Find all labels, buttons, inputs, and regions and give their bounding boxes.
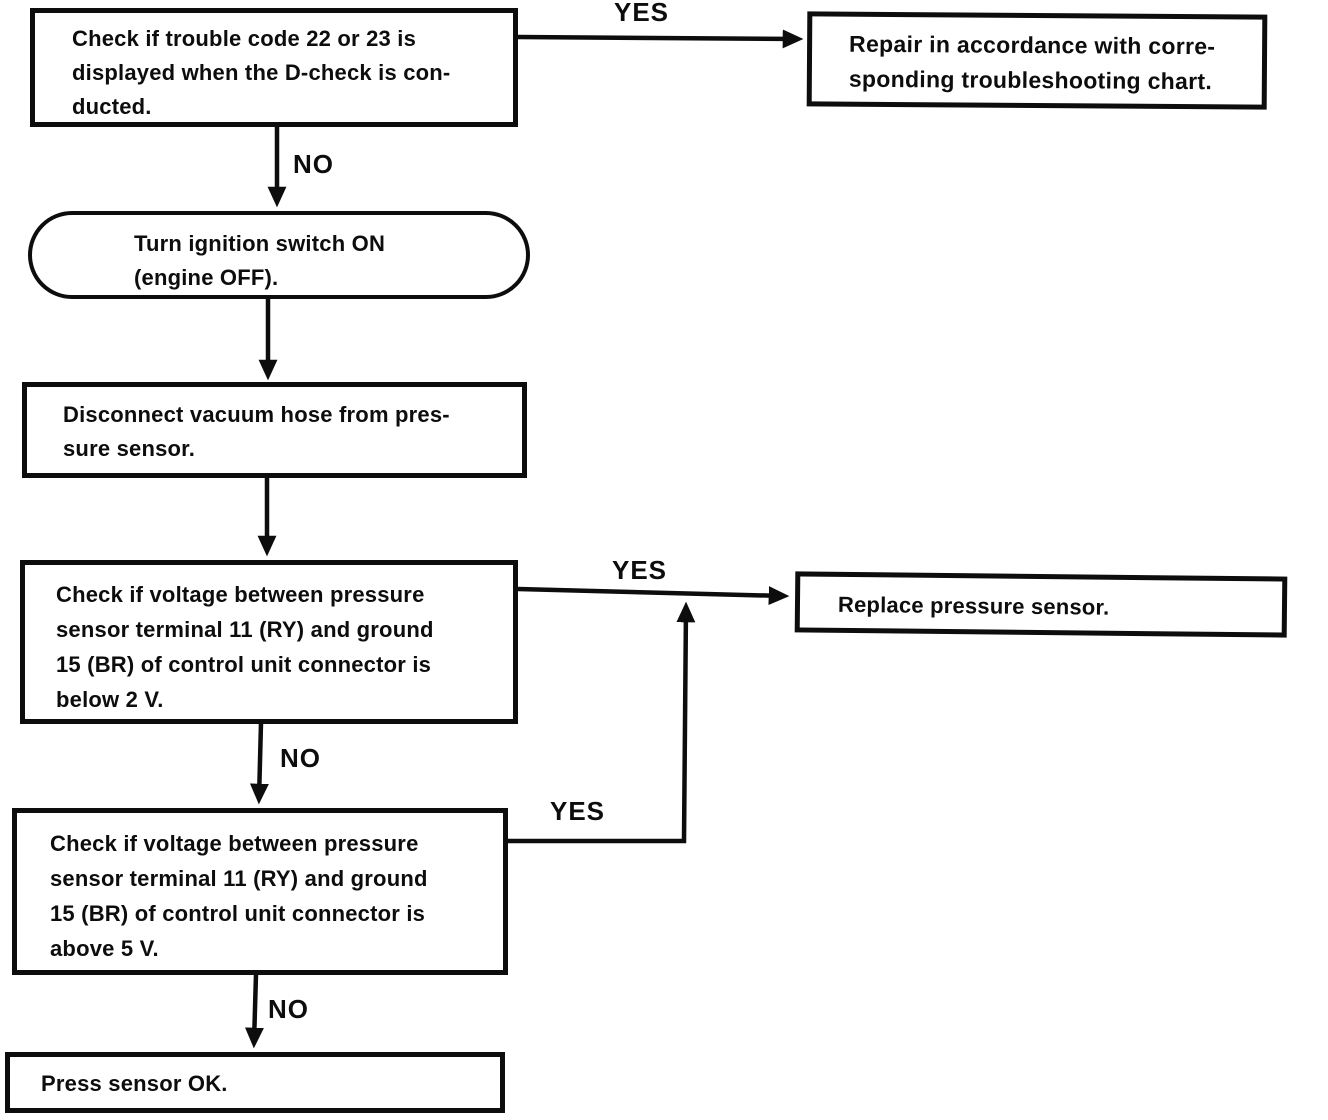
edge-no-to-check5v: [249, 722, 269, 805]
node-text-line: Disconnect vacuum hose from pres-: [63, 402, 450, 427]
node-press-sensor-ok: Press sensor OK.: [5, 1052, 505, 1113]
node-text-line: Check if trouble code 22 or 23 is: [72, 26, 417, 51]
node-text-line: Check if voltage between pressure: [50, 831, 419, 856]
edge-label-no-bottom: NO: [268, 994, 309, 1024]
edge-no-to-press-ok: [244, 973, 264, 1049]
node-text-line: sensor terminal 11 (RY) and ground: [56, 617, 434, 642]
node-check-below-2v: Check if voltage between pressure sensor…: [20, 560, 518, 724]
node-repair-chart: Repair in accordance with corre- spondin…: [806, 11, 1268, 110]
edge-label-no-top: NO: [293, 149, 334, 179]
node-text-line: Check if voltage between pressure: [56, 582, 425, 607]
edge-label-yes-lower: YES: [550, 796, 606, 826]
node-text-line: Replace pressure sensor.: [837, 591, 1110, 620]
edge-label-yes-mid: YES: [612, 555, 668, 585]
edge-yes-to-repair: [517, 29, 804, 49]
node-check-trouble-code: Check if trouble code 22 or 23 is displa…: [30, 8, 518, 127]
node-text-line: above 5 V.: [50, 936, 159, 961]
node-text-line: sure sensor.: [63, 436, 196, 461]
node-replace-sensor: Replace pressure sensor.: [794, 571, 1288, 638]
node-text-line: 15 (BR) of control unit connector is: [56, 652, 432, 677]
node-text-line: 15 (BR) of control unit connector is: [50, 901, 426, 926]
edge-label-no-mid: NO: [280, 743, 321, 773]
node-text-line: sensor terminal 11 (RY) and ground: [50, 866, 428, 891]
node-text-line: Repair in accordance with corre-: [849, 30, 1216, 60]
node-text-line: Turn ignition switch ON: [134, 231, 386, 256]
node-text-line: Press sensor OK.: [41, 1071, 228, 1096]
node-text-line: displayed when the D-check is con-: [72, 60, 451, 85]
node-text-line: ducted.: [72, 94, 152, 119]
node-text-line: below 2 V.: [56, 687, 164, 712]
edge-yes-to-replace: [517, 586, 790, 606]
node-disconnect-hose: Disconnect vacuum hose from pres- sure s…: [22, 382, 527, 478]
node-check-above-5v: Check if voltage between pressure sensor…: [12, 808, 508, 975]
node-ignition-on: Turn ignition switch ON (engine OFF).: [28, 211, 530, 299]
node-text-line: sponding troubleshooting chart.: [848, 65, 1213, 95]
edge-label-yes-top: YES: [614, 0, 670, 27]
edge-yes-check5v-junction: [506, 601, 696, 844]
node-text-line: (engine OFF).: [134, 265, 279, 290]
